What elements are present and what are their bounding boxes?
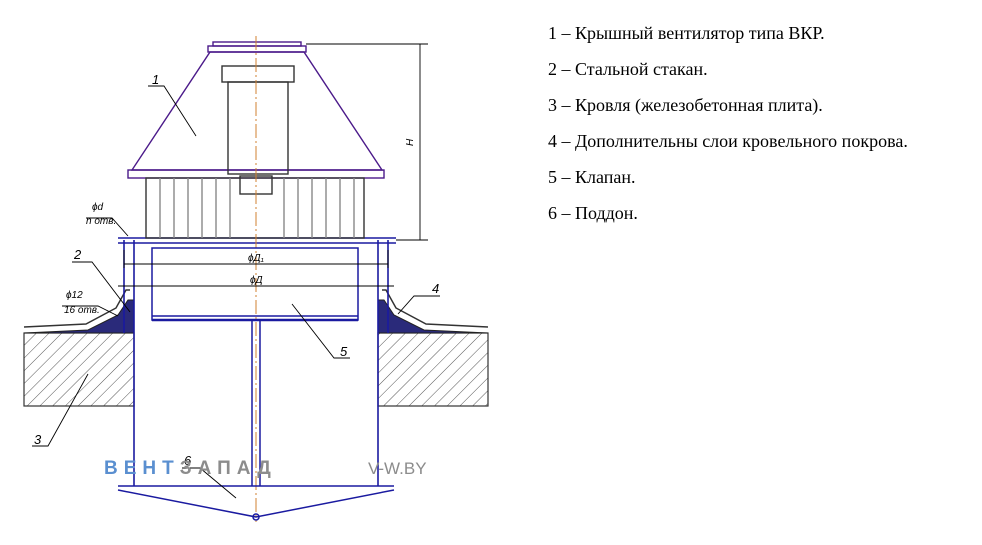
dim-d: ϕd [92,202,104,213]
watermark-site: V-W.BY [368,459,427,478]
drain-pan [117,320,395,521]
dim-D: ϕД [250,275,263,286]
callout-3: 3 [34,432,42,447]
dim-16-otv: 16 отв. [64,305,100,316]
height-dimension [306,43,428,241]
callout-2: 2 [73,247,82,262]
legend-item-1: 1 – Крышный вентилятор типа ВКР. [548,23,825,43]
dim-D1: ϕД₁ [248,253,264,264]
roof-fan [127,41,385,239]
legend-item-3: 3 – Кровля (железобетонная плита). [548,95,823,115]
watermark-part1: ВЕНТ [104,458,180,479]
callout-5: 5 [340,344,348,359]
callout-6: 6 [184,453,192,468]
legend-item-6: 6 – Поддон. [548,203,638,223]
dim-H: H [405,138,416,146]
callout-4: 4 [432,281,439,296]
legend-item-4: 4 – Дополнительны слои кровельного покро… [548,131,908,151]
valve [151,247,359,322]
dim-n-otv: n отв. [86,216,116,227]
callout-1: 1 [152,72,159,87]
legend-item-2: 2 – Стальной стакан. [548,59,708,79]
legend-item-5: 5 – Клапан. [548,167,636,187]
watermark: ВЕНТЗАПАД [104,458,277,479]
roof-slab [23,332,489,407]
watermark-part2: ЗАПАД [180,458,277,479]
leader-lines [32,85,440,499]
diameter-dimensions [118,250,394,287]
dim-d12: ϕ12 [66,290,83,301]
legend-list: 1 – Крышный вентилятор типа ВКР. 2 – Ста… [548,24,908,240]
